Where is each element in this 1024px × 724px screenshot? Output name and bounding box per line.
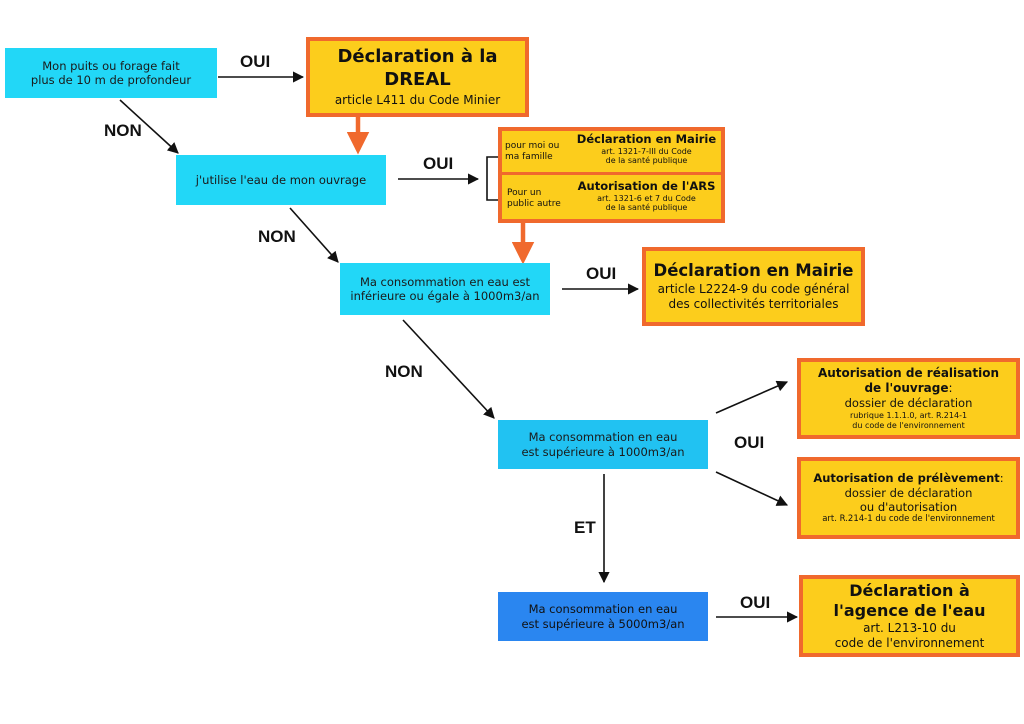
split-mairie-ref-line2: de la santé publique (605, 156, 688, 166)
result-dreal-ref: article L411 du Code Minier (334, 93, 501, 107)
result-agence-line2: code de l'environnement (834, 636, 985, 650)
result-prelevement: Autorisation de prélèvement: dossier de … (797, 457, 1020, 539)
label-non-3: NON (385, 362, 423, 381)
split-ars-cond-line2: public autre (507, 199, 561, 210)
question-consumption-low-line1: Ma consommation en eau est (359, 274, 531, 289)
arrow-q3-q4 (402, 319, 495, 419)
split-mairie-cond-line2: ma famille (505, 152, 553, 163)
result-mairie: Déclaration en Mairie article L2224-9 du… (642, 247, 865, 326)
label-oui-1: OUI (240, 52, 271, 71)
result-dreal-title: Déclaration à la DREAL (337, 46, 498, 90)
split-mairie-title: Déclaration en Mairie (576, 132, 717, 146)
split-mairie-row: pour moi ou ma famille Déclaration en Ma… (502, 131, 721, 175)
split-ars-row: Pour un public autre Autorisation de l'A… (502, 178, 721, 219)
question-depth-line1: Mon puits ou forage fait (42, 58, 180, 73)
question-consumption-5000-line1: Ma consommation en eau (528, 602, 678, 617)
question-usage-text: j'utilise l'eau de mon ouvrage (195, 172, 367, 187)
result-agence-title2: l'agence de l'eau (833, 601, 986, 620)
arrow-q4-prel (715, 471, 789, 506)
result-realisation-ref2: du code de l'environnement (852, 420, 965, 430)
arrow-q4-real (715, 380, 789, 414)
split-ars-ref-line2: de la santé publique (605, 203, 688, 213)
result-dreal: Déclaration à la DREAL article L411 du C… (306, 37, 529, 117)
result-realisation-title1: Autorisation de réalisation (817, 366, 1000, 381)
question-consumption-1000-line1: Ma consommation en eau (528, 430, 678, 445)
result-prelevement-line1: dossier de déclaration (844, 485, 973, 500)
result-agence: Déclaration à l'agence de l'eau art. L21… (799, 575, 1020, 657)
question-consumption-1000: Ma consommation en eau est supérieure à … (498, 420, 708, 469)
label-et: ET (574, 518, 596, 537)
label-oui-4: OUI (734, 433, 765, 452)
result-realisation-title2: de l'ouvrage (864, 381, 949, 396)
question-consumption-low: Ma consommation en eau est inférieure ou… (340, 263, 550, 315)
question-consumption-5000-line2: est supérieure à 5000m3/an (521, 616, 685, 631)
result-prelevement-line2: ou d'autorisation (859, 499, 958, 514)
arrow-q1-q2 (119, 99, 179, 154)
result-split: pour moi ou ma famille Déclaration en Ma… (498, 127, 725, 223)
arrow-q2-q3 (289, 207, 339, 263)
result-realisation-line1: dossier de déclaration (844, 396, 973, 411)
label-non-1: NON (104, 121, 142, 140)
question-depth: Mon puits ou forage fait plus de 10 m de… (5, 48, 217, 98)
split-ars-title: Autorisation de l'ARS (577, 179, 716, 193)
question-depth-line2: plus de 10 m de profondeur (30, 73, 192, 87)
result-prelevement-colon: : (999, 471, 1004, 486)
split-ars-ref-line1: art. 1321-6 et 7 du Code (597, 193, 696, 203)
result-realisation: Autorisation de réalisation de l'ouvrage… (797, 358, 1020, 439)
result-mairie-line2: des collectivités territoriales (668, 296, 839, 311)
split-mairie-ref-line1: art. 1321-7-III du Code (601, 146, 692, 156)
label-oui-3: OUI (586, 264, 617, 283)
result-mairie-title: Déclaration en Mairie (653, 261, 854, 281)
split-mairie-cond-line1: pour moi ou (505, 141, 560, 151)
result-agence-line1: art. L213-10 du (863, 621, 956, 635)
question-usage: j'utilise l'eau de mon ouvrage (176, 155, 386, 205)
result-mairie-line1: article L2224-9 du code général (657, 281, 850, 296)
result-prelevement-title: Autorisation de prélèvement (813, 471, 1000, 486)
question-consumption-1000-line2: est supérieure à 1000m3/an (521, 444, 685, 459)
split-bracket (486, 156, 498, 201)
label-oui-2: OUI (423, 154, 454, 173)
result-prelevement-ref: art. R.214-1 du code de l'environnement (822, 514, 995, 525)
question-consumption-low-line2: inférieure ou égale à 1000m3/an (350, 289, 540, 303)
result-realisation-ref1: rubrique 1.1.1.0, art. R.214-1 (849, 410, 968, 420)
label-oui-5: OUI (740, 593, 771, 612)
result-realisation-colon: : (948, 381, 953, 396)
label-non-2: NON (258, 227, 296, 246)
question-consumption-5000: Ma consommation en eau est supérieure à … (498, 592, 708, 641)
split-ars-cond-line1: Pour un (507, 188, 542, 198)
result-agence-title1: Déclaration à (849, 581, 970, 600)
